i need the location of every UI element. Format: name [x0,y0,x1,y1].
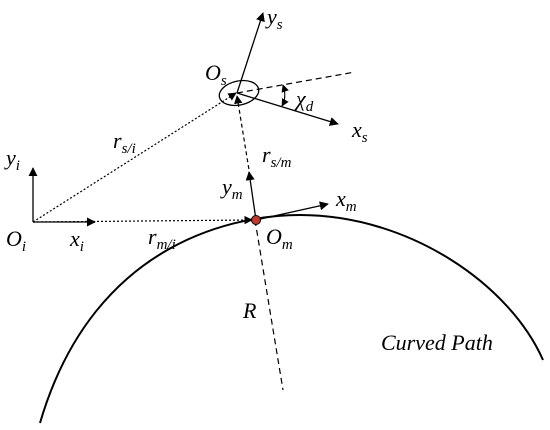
label-r-s-m: rs/m [262,142,292,171]
path-y-axis [245,171,257,221]
label-ys: ys [265,4,283,33]
label-yi: yi [4,145,20,174]
label-ym: ym [220,174,243,203]
vehicle-y-axis [236,12,265,94]
label-curved-path: Curved Path [381,330,493,355]
label-r-s-i: rs/i [113,128,136,157]
r-s-m-vector [234,95,251,177]
label-xi: xi [69,226,84,255]
r-s-i-vector [32,92,237,223]
radius-line [254,219,284,391]
r-m-i-vector [32,215,253,225]
label-xm: xm [335,186,357,215]
path-x-axis [255,201,329,221]
label-Om: Om [266,224,293,253]
label-Oi: Oi [6,226,26,255]
label-Os: Os [205,60,227,89]
curved-path [39,213,544,424]
path-point-marker [251,215,261,225]
label-R: R [242,298,257,323]
vehicle-x-axis [236,92,339,126]
label-r-m-i: rm/i [148,224,176,253]
chi-d-angle-arc [281,84,289,107]
label-xs: xs [351,117,368,146]
label-chi-d: χd [294,86,314,115]
